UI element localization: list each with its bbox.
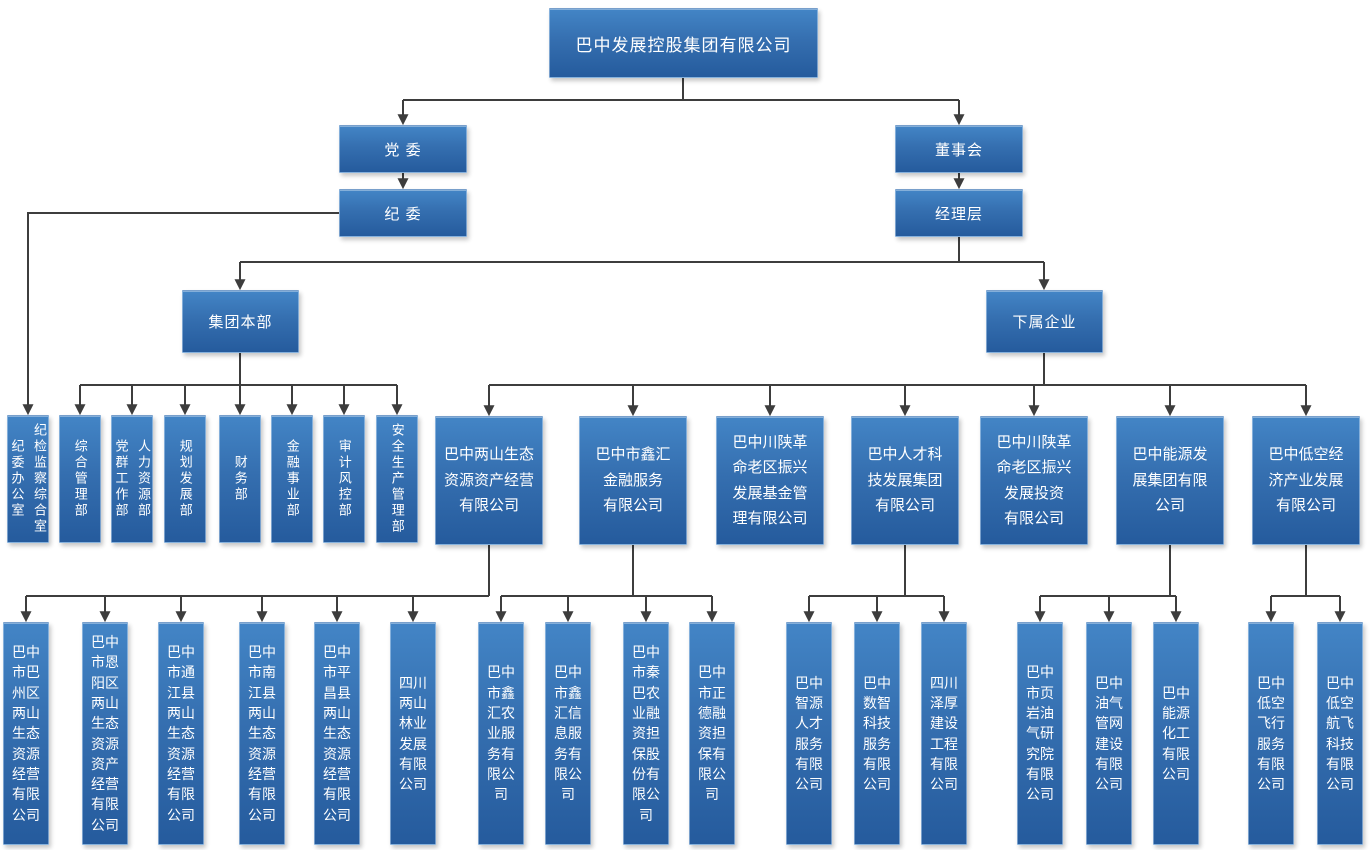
dept-name-primary: 人力资源部 <box>136 439 152 519</box>
dept-name-secondary: 纪委办公室 <box>9 439 25 519</box>
dept-name-primary: 规划发展部 <box>177 439 193 519</box>
org-node-root: 巴中发展控股集团有限公司 <box>549 8 818 78</box>
sub-company-low-altitude-flight-service: 巴中低空飞行服务有限公司 <box>1248 622 1294 845</box>
dept-discipline-inspection-office: 纪检监察综合室 纪委办公室 <box>7 415 49 543</box>
sub-company-enyang-liangshan: 巴中市恩阳区两山生态资源资产经营有限公司 <box>82 622 128 845</box>
org-node-subsidiaries: 下属企业 <box>986 290 1103 353</box>
sub-company-nanjiang-liangshan: 巴中市南江县两山生态资源经营有限公司 <box>239 622 285 845</box>
sub-company-low-altitude-hangfei-tech: 巴中低空航飞科技有限公司 <box>1317 622 1363 845</box>
sub-company-sichuan-liangshan-forestry: 四川两山林业发展有限公司 <box>390 622 436 845</box>
dept-name-primary: 财务部 <box>232 455 248 503</box>
company-revolutionary-area-investment: 巴中川陕革 命老区振兴 发展投资 有限公司 <box>980 416 1088 545</box>
company-low-altitude-economy: 巴中低空经 济产业发展 有限公司 <box>1252 416 1360 545</box>
sub-company-qinba-guarantee: 巴中市秦巴农业融资担保股份有限公司 <box>623 622 669 845</box>
sub-company-shale-gas-institute: 巴中市页岩油气研究院有限公司 <box>1017 622 1063 845</box>
company-revolutionary-area-fund-management: 巴中川陕革 命老区振兴 发展基金管 理有限公司 <box>716 416 824 545</box>
dept-name-primary: 综合管理部 <box>72 439 88 519</box>
sub-company-pingchang-liangshan: 巴中市平昌县两山生态资源经营有限公司 <box>314 622 360 845</box>
sub-company-bazhou-liangshan: 巴中市巴州区两山生态资源经营有限公司 <box>3 622 49 845</box>
org-node-headquarters: 集团本部 <box>182 290 299 353</box>
dept-audit-risk-control: 审计风控部 <box>323 415 365 543</box>
dept-name-primary: 纪检监察综合室 <box>32 423 48 535</box>
dept-finance: 财务部 <box>219 415 261 543</box>
sub-company-xinhui-information: 巴中市鑫汇信息服务有限公司 <box>545 622 591 845</box>
sub-company-tongjiang-liangshan: 巴中市通江县两山生态资源经营有限公司 <box>158 622 204 845</box>
sub-company-zhengde-guarantee: 巴中市正德融资担保有限公司 <box>689 622 735 845</box>
dept-general-management: 综合管理部 <box>59 415 101 543</box>
sub-company-xinhui-agriculture: 巴中市鑫汇农业服务有限公司 <box>478 622 524 845</box>
company-talent-tech-group: 巴中人才科 技发展集团 有限公司 <box>851 416 959 545</box>
org-node-party-committee: 党 委 <box>339 125 467 173</box>
org-node-discipline-committee: 纪 委 <box>339 189 467 237</box>
dept-safety-production-management: 安全生产管理部 <box>376 415 418 543</box>
dept-name-secondary: 党群工作部 <box>113 439 129 519</box>
company-liangshan-eco-assets: 巴中两山生态 资源资产经营 有限公司 <box>435 416 543 545</box>
sub-company-zhiyuan-talent: 巴中智源人才服务有限公司 <box>786 622 832 845</box>
sub-company-energy-chemical: 巴中能源化工有限公司 <box>1153 622 1199 845</box>
dept-name-primary: 金融事业部 <box>284 439 300 519</box>
sub-company-zehou-construction: 四川泽厚建设工程有限公司 <box>921 622 967 845</box>
dept-planning-development: 规划发展部 <box>164 415 206 543</box>
org-node-board-of-directors: 董事会 <box>895 125 1023 173</box>
dept-name-primary: 审计风控部 <box>336 439 352 519</box>
dept-financial-business: 金融事业部 <box>271 415 313 543</box>
org-node-management-team: 经理层 <box>895 189 1023 237</box>
dept-hr-party-mass-work: 人力资源部 党群工作部 <box>111 415 153 543</box>
sub-company-shuzhi-technology: 巴中数智科技服务有限公司 <box>854 622 900 845</box>
company-xinhui-finance: 巴中市鑫汇 金融服务 有限公司 <box>579 416 687 545</box>
dept-name-primary: 安全生产管理部 <box>389 423 405 535</box>
sub-company-pipeline-construction: 巴中油气管网建设有限公司 <box>1086 622 1132 845</box>
company-energy-development-group: 巴中能源发 展集团有限 公司 <box>1116 416 1224 545</box>
